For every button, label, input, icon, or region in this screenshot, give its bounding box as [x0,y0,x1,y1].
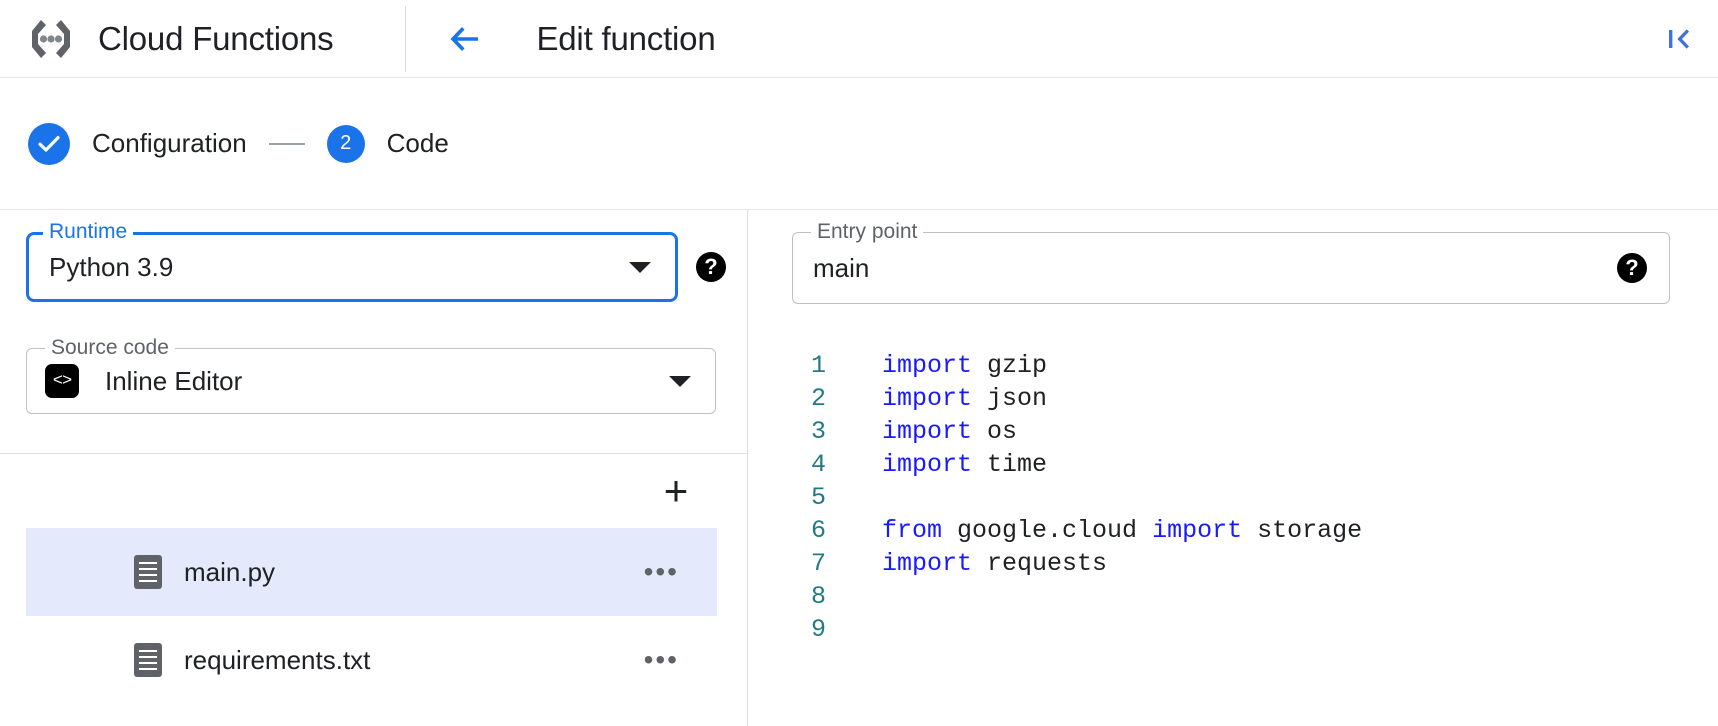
code-keyword: import [882,450,973,479]
code-text: import requests [830,549,1107,578]
line-number: 9 [810,615,826,644]
arrow-left-icon [450,26,479,51]
code-line[interactable]: 8 [748,580,1718,613]
runtime-help-icon[interactable]: ? [696,252,726,282]
page-title: Edit function [536,19,716,57]
source-code-value: Inline Editor [105,365,243,396]
code-text: import os [830,417,1017,446]
file-overflow-menu-button[interactable]: ••• [643,644,679,676]
code-identifier: google.cloud [942,516,1153,545]
file-list-item-main-py[interactable]: main.py ••• [26,528,717,616]
code-identifier: os [972,417,1018,446]
step-configuration[interactable]: Configuration [28,122,247,165]
line-number: 6 [810,516,826,545]
step-configuration-marker [28,122,70,165]
wizard-stepper: Configuration 2 Code [0,78,1718,210]
code-text: import json [830,384,1047,413]
line-number: 2 [810,384,826,413]
code-identifier: gzip [972,351,1048,380]
code-identifier: json [972,384,1048,413]
line-number: 7 [810,549,826,578]
line-number: 3 [810,417,826,446]
code-keyword: import [1152,516,1243,545]
app-bar: Cloud Functions Edit function [0,0,1718,78]
line-number: 8 [810,582,826,611]
code-line[interactable]: 9 [748,613,1718,646]
cloud-functions-logo-icon [22,14,80,64]
runtime-row: Runtime Python 3.9 ? [26,220,726,302]
code-identifier: storage [1242,516,1363,545]
back-button[interactable] [438,13,490,65]
file-list: main.py ••• requirements.txt ••• [26,528,717,704]
left-pane: Runtime Python 3.9 ? Source code <> Inli… [0,210,748,726]
code-identifier: time [972,450,1048,479]
runtime-value: Python 3.9 [49,251,174,282]
add-file-button[interactable]: + [663,467,689,514]
code-keyword: import [882,417,973,446]
file-name: requirements.txt [184,644,371,675]
file-toolbar-divider [0,453,747,454]
entry-point-value: main [813,252,870,283]
step-code[interactable]: 2 Code [326,124,449,163]
code-keyword: import [882,549,973,578]
product-brand[interactable]: Cloud Functions [0,0,334,77]
collapse-panel-button[interactable] [1656,15,1704,63]
runtime-select[interactable]: Runtime Python 3.9 [26,220,678,302]
entry-point-input[interactable]: Entry point main ? [792,220,1670,304]
step-configuration-label: Configuration [92,128,247,158]
appbar-divider [405,5,407,72]
step-code-marker: 2 [326,124,365,163]
step-code-label: Code [386,128,449,158]
code-brackets-icon: <> [45,364,79,398]
file-list-item-requirements-txt[interactable]: requirements.txt ••• [26,616,717,704]
source-code-label: Source code [45,336,175,360]
source-code-select[interactable]: Source code <> Inline Editor [26,336,716,414]
entry-point-wrap: Entry point main ? [792,220,1670,304]
runtime-label: Runtime [43,220,134,244]
check-icon [38,135,60,152]
file-overflow-menu-button[interactable]: ••• [643,556,679,588]
line-number: 4 [810,450,826,479]
code-text: from google.cloud import storage [830,516,1362,545]
code-keyword: import [882,384,973,413]
entry-point-label: Entry point [811,220,924,244]
entry-point-help-icon[interactable]: ? [1617,253,1647,283]
source-code-wrap: Source code <> Inline Editor [26,336,716,414]
code-keyword: import [882,351,973,380]
line-number: 1 [810,351,826,380]
file-name: main.py [184,556,276,587]
code-line[interactable]: 5 [748,481,1718,514]
code-keyword: from [882,516,943,545]
product-title: Cloud Functions [98,19,334,57]
code-identifier: requests [972,549,1108,578]
file-icon [134,555,162,589]
code-text: import gzip [830,351,1047,380]
chevron-down-icon[interactable] [669,375,691,387]
file-icon [134,643,162,677]
content-area: Runtime Python 3.9 ? Source code <> Inli… [0,210,1718,726]
code-text: import time [830,450,1047,479]
first-page-icon [1669,28,1689,49]
line-number: 5 [810,483,826,512]
chevron-down-icon[interactable] [629,261,651,273]
step-connector [268,142,305,145]
